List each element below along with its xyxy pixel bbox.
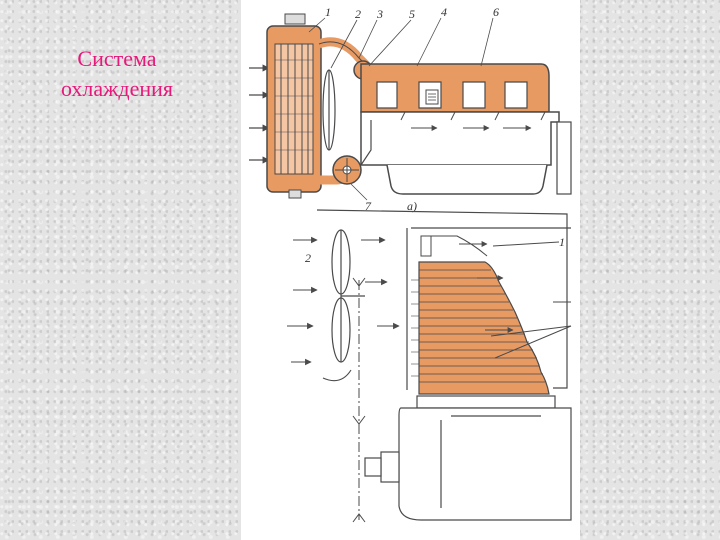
air-inflow-arrows-bottom xyxy=(287,236,400,382)
callout-1: 1 xyxy=(325,5,331,19)
radiator-core xyxy=(411,235,550,395)
callout-7: 7 xyxy=(365,199,372,213)
callout-leaders-top xyxy=(308,17,494,201)
airflow-through-radiator xyxy=(459,241,572,359)
callout-4: 4 xyxy=(441,5,447,19)
callout-2: 2 xyxy=(355,7,361,21)
callout-right-1: 1 xyxy=(559,235,565,249)
water-pump xyxy=(332,120,372,185)
pump-axis xyxy=(352,277,366,523)
title-line-2: охлаждения xyxy=(60,76,174,101)
cooling-system-diagram: 1 2 3 5 4 6 7 а) xyxy=(249,5,572,523)
caption-a: а) xyxy=(407,199,417,213)
air-inflow-arrows-top xyxy=(249,64,270,164)
title-line-1: Система xyxy=(77,46,157,71)
radiator xyxy=(266,13,322,199)
fan-upper xyxy=(322,69,336,151)
callout-3: 3 xyxy=(376,7,383,21)
slide-title: Система охлаждения xyxy=(22,44,212,104)
callout-5: 5 xyxy=(409,7,415,21)
cooling-system-figure: 1 2 3 5 4 6 7 а) xyxy=(241,0,580,540)
engine-block xyxy=(360,63,572,195)
engine-lower xyxy=(364,395,572,521)
callout-6: 6 xyxy=(493,5,499,19)
fan-lower xyxy=(331,229,365,363)
callout-fan-2: 2 xyxy=(305,251,311,265)
fan-shroud xyxy=(316,209,571,390)
